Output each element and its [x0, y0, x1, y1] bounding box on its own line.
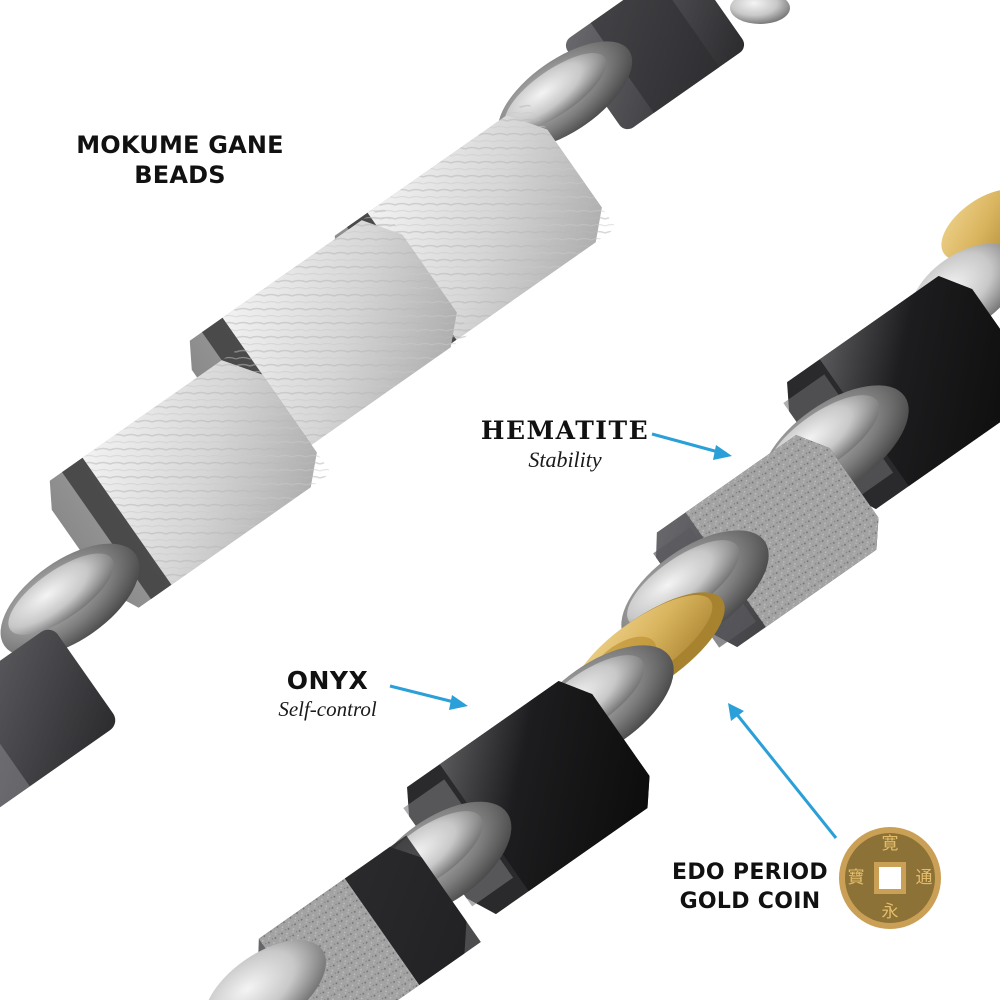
left-bead-strand — [0, 0, 790, 821]
onyx-subtitle: Self-control — [278, 697, 377, 722]
onyx-label: ONYX Self-control — [255, 666, 400, 722]
coin-char-left: 寶 — [847, 868, 865, 888]
hematite-title: HEMATITE — [480, 416, 650, 445]
onyx-arrow — [389, 684, 468, 710]
right-bead-strand — [204, 189, 1000, 1000]
edo-coin-arrow — [728, 703, 838, 839]
onyx-title: ONYX — [286, 666, 369, 695]
hematite-label: HEMATITE Stability — [480, 416, 650, 473]
hematite-subtitle: Stability — [528, 447, 602, 473]
coin-char-top: 寛 — [881, 834, 899, 854]
edo-coin-title-line1: EDO PERIOD — [672, 860, 828, 885]
edo-gold-coin-icon: 寛 通 永 寶 — [838, 826, 942, 930]
mokume-gane-label: MOKUME GANE BEADS — [70, 130, 290, 190]
coin-char-right: 通 — [915, 868, 933, 888]
coin-char-bottom: 永 — [881, 902, 899, 922]
edo-coin-title-line2: GOLD COIN — [679, 889, 821, 914]
mokume-gane-title-line2: BEADS — [134, 161, 226, 189]
edo-coin-label: EDO PERIOD GOLD COIN — [670, 858, 830, 916]
hematite-arrow — [651, 432, 732, 460]
coin-graphic — [839, 827, 941, 929]
mokume-gane-title-line1: MOKUME GANE — [76, 131, 284, 159]
